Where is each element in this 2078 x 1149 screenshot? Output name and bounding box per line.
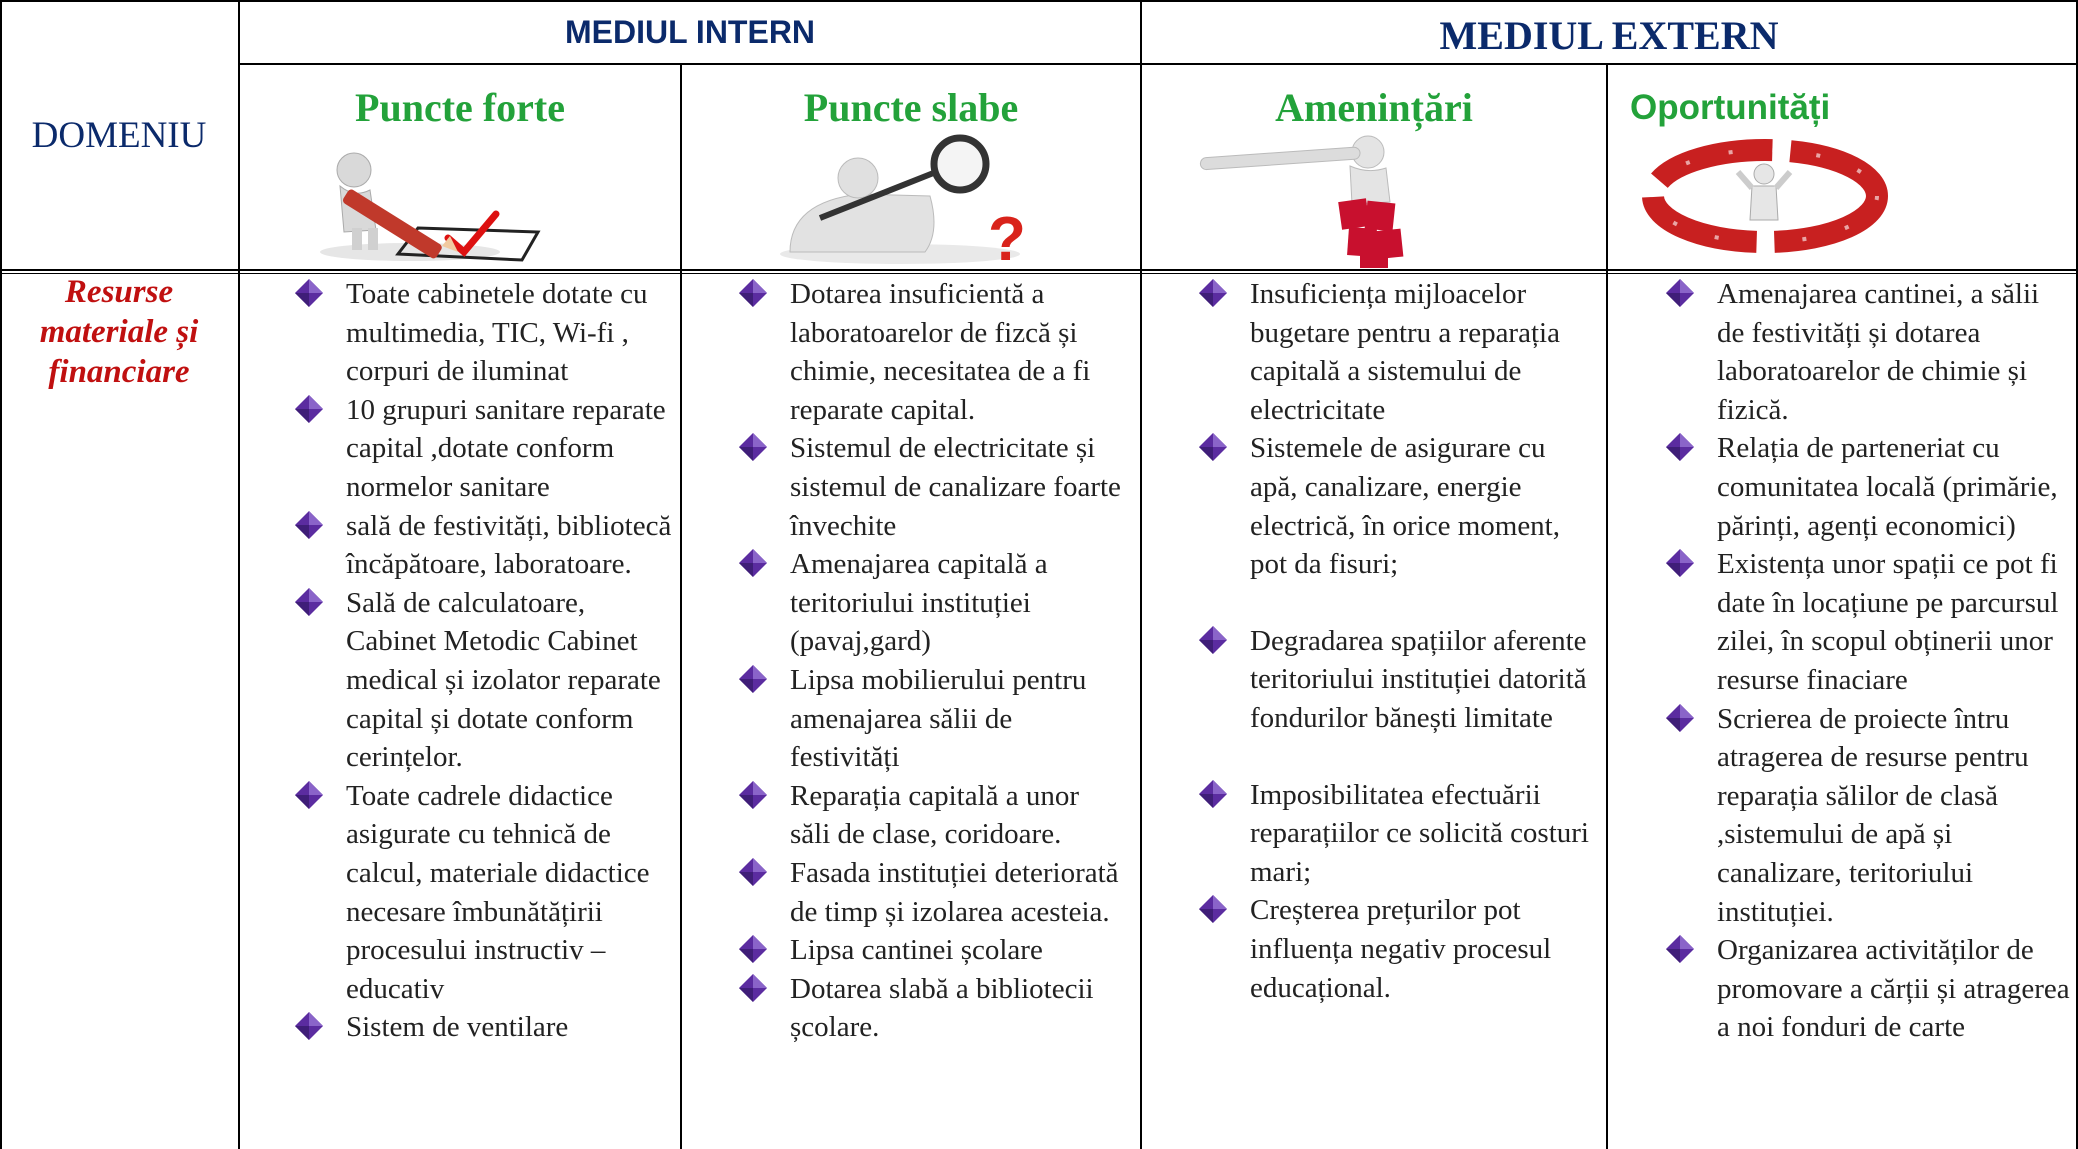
list-item: Fasada instituției deteriorată de timp ș… bbox=[738, 854, 1124, 931]
diamond-bullet-icon bbox=[738, 664, 768, 694]
diamond-bullet-icon bbox=[1665, 278, 1695, 308]
list-item: Lipsa cantinei școlare bbox=[738, 931, 1124, 970]
list-item: Creșterea prețurilor pot influența negat… bbox=[1198, 891, 1598, 1007]
diamond-bullet-icon bbox=[294, 587, 324, 617]
list-item-text: Degradarea spațiilor aferente teritoriul… bbox=[1250, 624, 1587, 734]
col-divider-amenintari-oportunitati bbox=[1606, 63, 1608, 1149]
list-item-text: Existența unor spații ce pot fi date în … bbox=[1717, 548, 2059, 696]
diamond-bullet-icon bbox=[1198, 278, 1228, 308]
list-item: Insuficiența mijloacelor bugetare pentru… bbox=[1198, 275, 1598, 429]
diamond-bullet-icon bbox=[738, 973, 768, 1003]
list-item-text: Dotarea insuficientă a laboratoarelor de… bbox=[790, 278, 1091, 426]
svg-text:?: ? bbox=[988, 205, 1026, 267]
table-left-border bbox=[0, 0, 2, 1149]
list-item-text: 10 grupuri sanitare reparate capital ,do… bbox=[346, 393, 666, 503]
list-item-text: sală de festivități, bibliotecă încăpăto… bbox=[346, 509, 672, 581]
diamond-bullet-icon bbox=[294, 394, 324, 424]
list-item: Lipsa mobilierului pentru amenajarea săl… bbox=[738, 661, 1124, 777]
list-item-text: Amenajarea capitală a teritoriului insti… bbox=[790, 548, 1048, 658]
diamond-bullet-icon bbox=[1198, 625, 1228, 655]
list-item: Organizarea activităților de promovare a… bbox=[1665, 931, 2073, 1047]
list-item: Toate cadrele didactice asigurate cu teh… bbox=[294, 777, 674, 1009]
mediul-extern-header: MEDIUL EXTERN bbox=[1439, 13, 1779, 58]
magnifier-question-icon: ? bbox=[750, 132, 1080, 274]
col-divider-domain bbox=[238, 0, 240, 1149]
list-item: Degradarea spațiilor aferente teritoriul… bbox=[1198, 622, 1598, 738]
diamond-bullet-icon bbox=[294, 1011, 324, 1041]
list-item: Amenajarea cantinei, a sălii de festivit… bbox=[1665, 275, 2073, 429]
list-item: Scrierea de proiecte întru atragerea de … bbox=[1665, 700, 2073, 932]
table-top-border bbox=[0, 0, 2078, 2]
amenintari-title: Amenințări bbox=[1275, 85, 1473, 130]
list-item: Dotarea slabă a bibliotecii școlare. bbox=[738, 970, 1124, 1047]
diamond-bullet-icon bbox=[1665, 548, 1695, 578]
list-item-text: Insuficiența mijloacelor bugetare pentru… bbox=[1250, 278, 1560, 426]
list-item: Relația de parteneriat cu comunitatea lo… bbox=[1665, 429, 2073, 545]
puncte-slabe-list: Dotarea insuficientă a laboratoarelor de… bbox=[738, 275, 1124, 1047]
list-item-text: Sală de calculatoare, Cabinet Metodic Ca… bbox=[346, 586, 661, 774]
list-item: Imposibilitatea efectuării reparațiilor … bbox=[1198, 776, 1598, 892]
list-item-text: Dotarea slabă a bibliotecii școlare. bbox=[790, 972, 1094, 1044]
diamond-bullet-icon bbox=[294, 780, 324, 810]
puncte-forte-title: Puncte forte bbox=[355, 85, 565, 130]
diamond-bullet-icon bbox=[738, 780, 768, 810]
diamond-bullet-icon bbox=[738, 857, 768, 887]
list-item: Sistemul de electricitate și sistemul de… bbox=[738, 429, 1124, 545]
diamond-bullet-icon bbox=[1198, 894, 1228, 924]
diamond-bullet-icon bbox=[738, 278, 768, 308]
pencil-checkmark-icon bbox=[290, 140, 550, 265]
diamond-bullet-icon bbox=[738, 934, 768, 964]
list-item: Dotarea insuficientă a laboratoarelor de… bbox=[738, 275, 1124, 429]
diamond-bullet-icon bbox=[1198, 779, 1228, 809]
list-item-text: Organizarea activităților de promovare a… bbox=[1717, 934, 2070, 1044]
list-item-text: Lipsa cantinei școlare bbox=[790, 934, 1043, 967]
puncte-forte-list: Toate cabinetele dotate cu multimedia, T… bbox=[294, 275, 674, 1047]
domain-label: Resurse materiale și financiare bbox=[39, 274, 199, 390]
list-item: Sală de calculatoare, Cabinet Metodic Ca… bbox=[294, 584, 674, 777]
mediul-intern-header: MEDIUL INTERN bbox=[564, 14, 816, 50]
list-item: Toate cabinetele dotate cu multimedia, T… bbox=[294, 275, 674, 391]
diamond-bullet-icon bbox=[294, 510, 324, 540]
list-item-text: Sistemul de electricitate și sistemul de… bbox=[790, 432, 1121, 542]
col-divider-intern-extern bbox=[1140, 0, 1142, 1149]
list-item-text: Amenajarea cantinei, a sălii de festivit… bbox=[1717, 278, 2040, 426]
diamond-bullet-icon bbox=[738, 432, 768, 462]
list-item-text: Creșterea prețurilor pot influența negat… bbox=[1250, 894, 1552, 1004]
list-item-text: Toate cadrele didactice asigurate cu teh… bbox=[346, 779, 650, 1005]
amenintari-list: Insuficiența mijloacelor bugetare pentru… bbox=[1198, 275, 1598, 1007]
diamond-bullet-icon bbox=[294, 278, 324, 308]
list-item: Existența unor spații ce pot fi date în … bbox=[1665, 545, 2073, 699]
list-item: Sistem de ventilare bbox=[294, 1008, 674, 1047]
table-right-border bbox=[2076, 0, 2078, 1149]
header-subdivider bbox=[238, 63, 2078, 65]
success-circle-icon bbox=[1640, 134, 1890, 254]
list-item-text: Fasada instituției deteriorată de timp ș… bbox=[790, 856, 1119, 928]
list-item-text: Relația de parteneriat cu comunitatea lo… bbox=[1717, 432, 2058, 542]
oportunitati-list: Amenajarea cantinei, a sălii de festivit… bbox=[1665, 275, 2073, 1047]
list-item-text: Toate cabinetele dotate cu multimedia, T… bbox=[346, 278, 648, 388]
risk-blocks-icon bbox=[1190, 130, 1460, 270]
diamond-bullet-icon bbox=[1665, 432, 1695, 462]
list-item-text: Imposibilitatea efectuării reparațiilor … bbox=[1250, 778, 1589, 888]
list-item-text: Sistemele de asigurare cu apă, canalizar… bbox=[1250, 432, 1560, 581]
domeniu-label: DOMENIU bbox=[31, 114, 207, 156]
diamond-bullet-icon bbox=[1665, 703, 1695, 733]
list-item: sală de festivități, bibliotecă încăpăto… bbox=[294, 507, 674, 584]
list-item-text: Reparația capitală a unor săli de clase,… bbox=[790, 779, 1080, 851]
header-body-divider-2 bbox=[0, 273, 2078, 274]
list-item: Amenajarea capitală a teritoriului insti… bbox=[738, 545, 1124, 661]
diamond-bullet-icon bbox=[1665, 934, 1695, 964]
list-item-text: Scrierea de proiecte întru atragerea de … bbox=[1717, 702, 2029, 928]
oportunitati-title: Oportunități bbox=[1630, 88, 1831, 127]
col-divider-forte-slabe bbox=[680, 63, 682, 1149]
list-item: Reparația capitală a unor săli de clase,… bbox=[738, 777, 1124, 854]
list-item-text: Sistem de ventilare bbox=[346, 1011, 569, 1044]
puncte-slabe-title: Puncte slabe bbox=[803, 85, 1019, 130]
list-item: 10 grupuri sanitare reparate capital ,do… bbox=[294, 391, 674, 507]
diamond-bullet-icon bbox=[738, 548, 768, 578]
list-item-text: Lipsa mobilierului pentru amenajarea săl… bbox=[790, 663, 1087, 774]
diamond-bullet-icon bbox=[1198, 432, 1228, 462]
list-item: Sistemele de asigurare cu apă, canalizar… bbox=[1198, 429, 1598, 583]
header-body-divider bbox=[0, 269, 2078, 271]
